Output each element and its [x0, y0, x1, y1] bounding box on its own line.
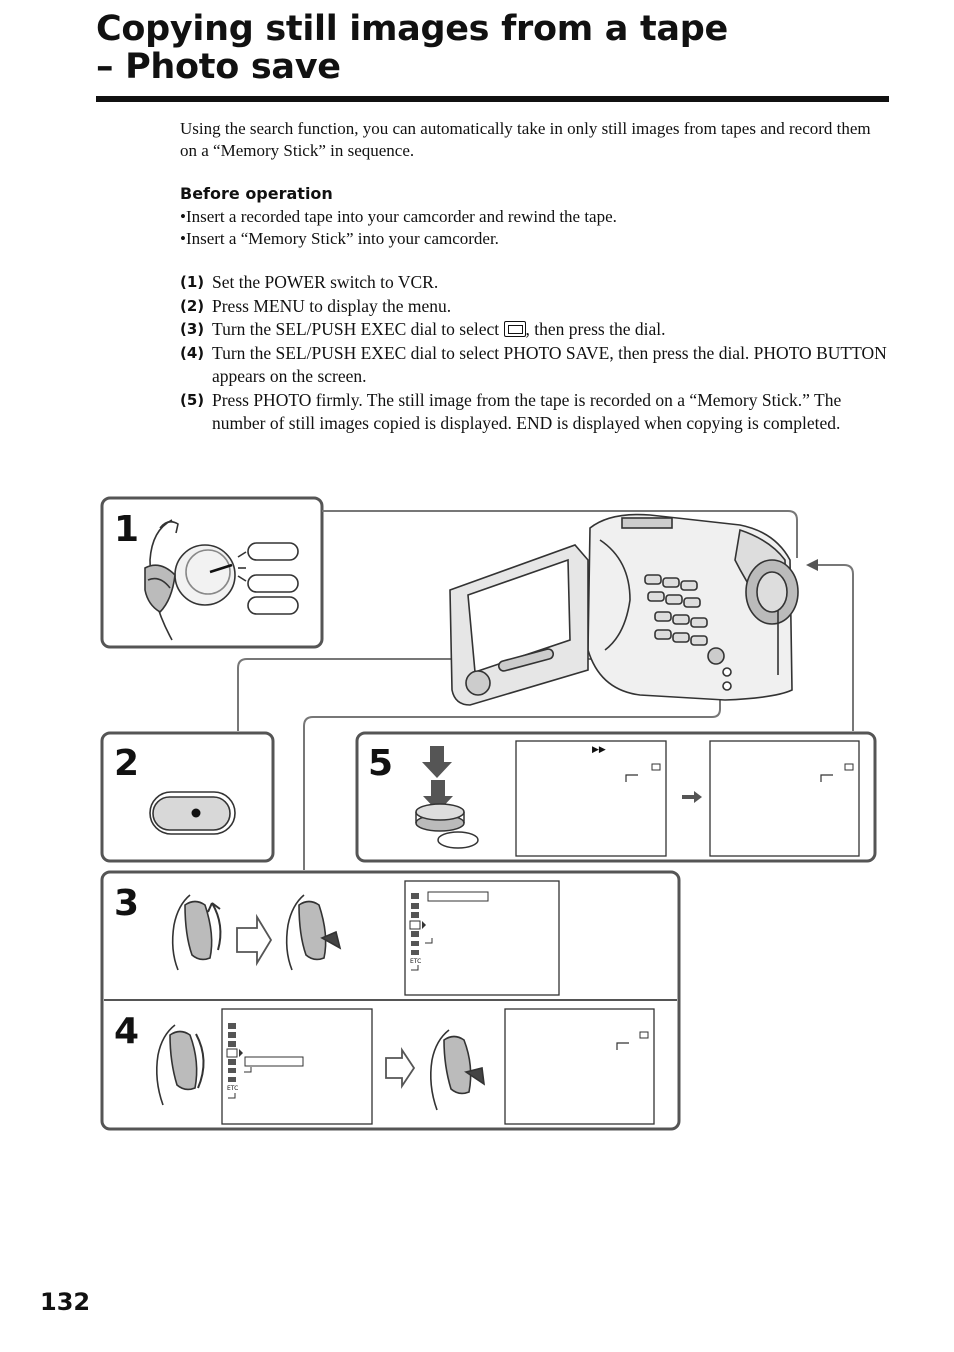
steps-list: (1) Set the POWER switch to VCR. (2) Pre… [180, 271, 890, 436]
ff-symbol-icon: ▶▶ [592, 745, 606, 755]
panel-34-frame [100, 870, 681, 1131]
photo-button-illustration [415, 746, 479, 849]
title-line-1: Copying still images from a tape [96, 9, 728, 49]
camcorder-illustration [449, 513, 799, 706]
panel-label: 5 [368, 743, 393, 784]
page-number: 132 [40, 1288, 91, 1316]
intro-paragraph: Using the search function, you can autom… [180, 119, 871, 160]
leader-line-1 [322, 510, 798, 558]
step-item: (1) Set the POWER switch to VCR. [180, 271, 890, 295]
step-arrow-icon [236, 913, 273, 967]
lcd-screen-photo-save: ▶▶ [515, 740, 667, 857]
bullet-item: •Insert a “Memory Stick” into your camco… [180, 229, 499, 248]
lcd-screen-menu-step4: ETC [221, 1008, 373, 1125]
step-number: (4) [180, 343, 205, 362]
panel-label: 1 [114, 509, 139, 550]
lcd-screen-end [709, 740, 860, 857]
panel-label: 2 [114, 743, 139, 784]
dial-turn-illustration [171, 894, 222, 971]
menu-etc-label: ETC [410, 958, 421, 965]
step-text-after: , then press the dial. [525, 319, 666, 339]
dial-press-illustration [285, 894, 342, 971]
step-text-before: Turn the SEL/PUSH EXEC dial to select [212, 319, 504, 339]
press-arrow-icon [423, 780, 453, 812]
power-switch-illustration [144, 519, 299, 641]
panel-1-frame [100, 496, 324, 649]
step-item: (3) Turn the SEL/PUSH EXEC dial to selec… [180, 318, 890, 342]
dial-press-illustration [430, 1029, 486, 1111]
panel-2-frame [100, 731, 275, 863]
dial-turn-illustration [156, 1024, 205, 1106]
step-number: (2) [180, 296, 205, 315]
menu-etc-label: ETC [227, 1085, 238, 1092]
step-number: (5) [180, 390, 205, 409]
press-arrow-icon [422, 746, 452, 778]
leader-line-3 [303, 660, 721, 870]
memory-menu-icon [503, 321, 526, 337]
step-text: Press PHOTO firmly. The still image from… [212, 389, 842, 434]
press-arrow-icon [464, 1067, 486, 1086]
leader-line-2 [237, 658, 712, 731]
lcd-screen-photo-button [504, 1008, 655, 1125]
panel-label: 3 [114, 883, 139, 924]
before-operation-heading: Before operation [180, 184, 333, 203]
step-item: (2) Press MENU to display the menu. [180, 295, 890, 319]
step-text: Turn the SEL/PUSH EXEC dial to select , … [212, 318, 890, 342]
title-rule [96, 96, 889, 102]
menu-button-dot-icon [191, 808, 201, 818]
next-screen-arrow-icon [682, 791, 702, 803]
leader-line-5 [812, 564, 854, 731]
step-item: (5) Press PHOTO firmly. The still image … [180, 389, 890, 436]
menu-button-illustration [149, 791, 236, 835]
lcd-screen-menu-step3: ETC [404, 880, 560, 996]
step-text: Set the POWER switch to VCR. [212, 272, 439, 292]
panel-5-frame [355, 731, 877, 863]
step-number: (1) [180, 273, 205, 291]
before-operation-list: •Insert a recorded tape into your camcor… [180, 206, 617, 250]
page-title: Copying still images from a tape – Photo… [96, 10, 896, 86]
title-line-2: – Photo save [96, 47, 341, 87]
step-text: Press MENU to display the menu. [212, 295, 452, 316]
panel-label: 4 [114, 1011, 139, 1052]
step-number: (3) [180, 320, 205, 338]
step-item: (4) Turn the SEL/PUSH EXEC dial to selec… [180, 342, 890, 389]
bullet-item: •Insert a recorded tape into your camcor… [180, 207, 617, 226]
press-arrow-icon [320, 930, 342, 950]
step-text: Turn the SEL/PUSH EXEC dial to select PH… [212, 342, 887, 387]
leader-arrowhead [806, 559, 818, 571]
step-arrow-icon [385, 1047, 416, 1089]
